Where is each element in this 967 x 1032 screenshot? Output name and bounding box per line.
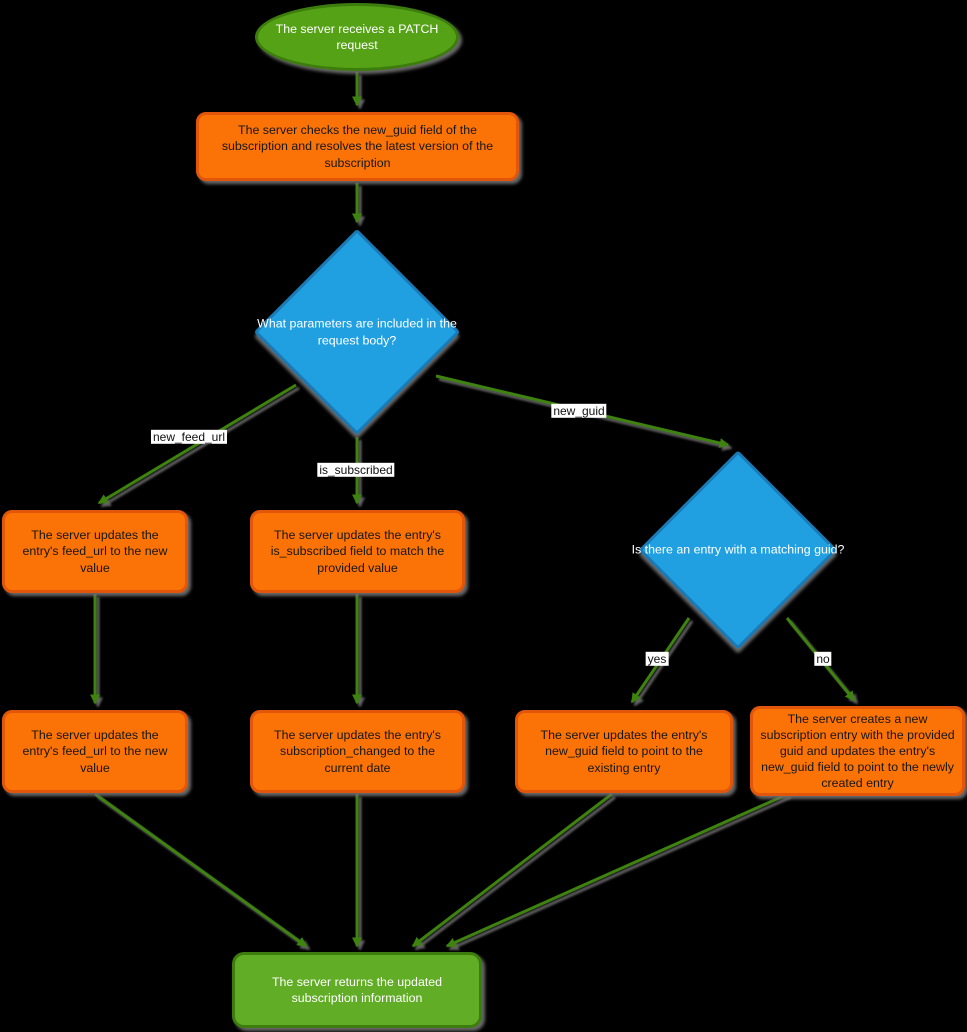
params-decision-node: What parameters are included in the requ…	[253, 228, 461, 436]
update-feed-url-node-1: The server updates the entry's feed_url …	[2, 510, 188, 593]
update-feed-url-node-2: The server updates the entry's feed_url …	[2, 710, 188, 793]
edge-label-is-subscribed: is_subscribed	[317, 462, 395, 478]
edge-label-new-feed-url: new_feed_url	[150, 429, 228, 445]
update-new-guid-existing-node: The server updates the entry's new_guid …	[515, 710, 733, 793]
update-is-subscribed-label: The server updates the entry's is_subscr…	[270, 528, 445, 575]
update-feed-url-label-1: The server updates the entry's feed_url …	[22, 528, 168, 575]
params-decision-label: What parameters are included in the requ…	[257, 316, 457, 347]
edge-label-no: no	[814, 651, 832, 667]
edge-label-new-guid: new_guid	[551, 403, 607, 419]
check-new-guid-node: The server checks the new_guid field of …	[196, 112, 519, 181]
create-new-entry-node: The server creates a new subscription en…	[750, 706, 965, 796]
edge-newentry-to-end	[445, 792, 789, 948]
update-is-subscribed-node: The server updates the entry's is_subscr…	[250, 510, 465, 593]
edge-feed2-to-end	[94, 792, 308, 948]
end-node: The server returns the updated subscript…	[232, 952, 482, 1028]
guid-decision-label: Is there an entry with a matching guid?	[631, 542, 845, 557]
create-new-entry-label: The server creates a new subscription en…	[760, 711, 955, 791]
update-subscription-changed-label: The server updates the entry's subscript…	[274, 728, 441, 775]
update-new-guid-existing-label: The server updates the entry's new_guid …	[540, 728, 708, 775]
start-node-label: The server receives a PATCH request	[275, 21, 439, 52]
end-node-label: The server returns the updated subscript…	[271, 974, 443, 1005]
update-feed-url-label-2: The server updates the entry's feed_url …	[22, 728, 168, 775]
check-new-guid-label: The server checks the new_guid field of …	[221, 123, 494, 170]
edge-label-yes: yes	[645, 651, 669, 667]
start-node: The server receives a PATCH request	[255, 3, 459, 71]
update-subscription-changed-node: The server updates the entry's subscript…	[250, 710, 465, 793]
guid-decision-node: Is there an entry with a matching guid?	[632, 450, 844, 650]
edge-existing-to-end	[411, 792, 613, 948]
